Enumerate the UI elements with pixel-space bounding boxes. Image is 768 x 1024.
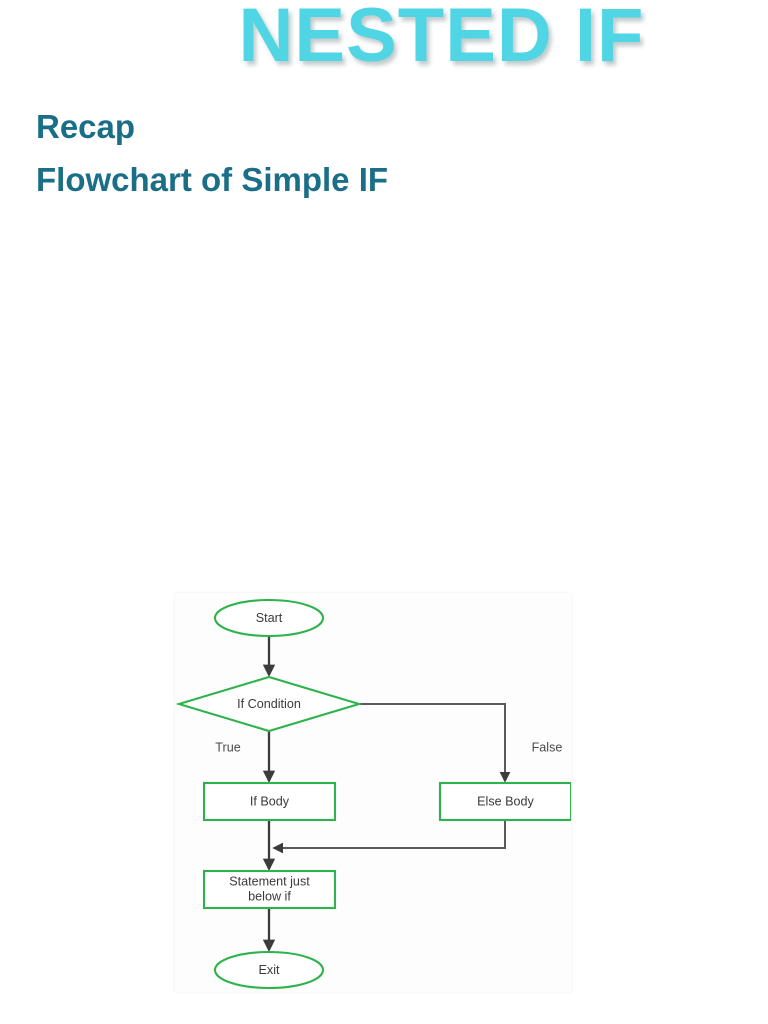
node-statement-below-if-label-line2: below if [248,889,291,903]
node-else-body-label: Else Body [477,794,534,808]
node-if-condition-label: If Condition [237,697,301,711]
node-start-label: Start [256,611,283,625]
flowchart-figure: Start If Condition True False If Body El… [175,593,571,992]
node-exit [213,950,325,990]
node-if-body-label: If Body [250,794,290,808]
flowchart-diagram: Start If Condition True False If Body El… [175,598,571,990]
heading-recap: Recap [36,108,136,145]
node-statement-below-if-label-line1: Statement just [229,874,310,888]
branch-label-false: False [532,740,563,754]
node-start [213,598,325,638]
slide-title: NESTED IF [238,0,645,78]
edge-condition-to-else-body [359,703,511,783]
heading-block: Recap Flowchart of Simple IF [36,100,636,207]
edge-else-body-to-merge [272,820,506,854]
heading-flowchart-of-simple-if: Flowchart of Simple IF [36,161,389,199]
node-if-body [202,781,337,822]
node-exit-label: Exit [259,963,280,977]
branch-label-true: True [215,740,240,754]
node-if-condition [175,675,363,733]
node-statement-below-if [202,869,337,910]
node-else-body [438,781,571,822]
